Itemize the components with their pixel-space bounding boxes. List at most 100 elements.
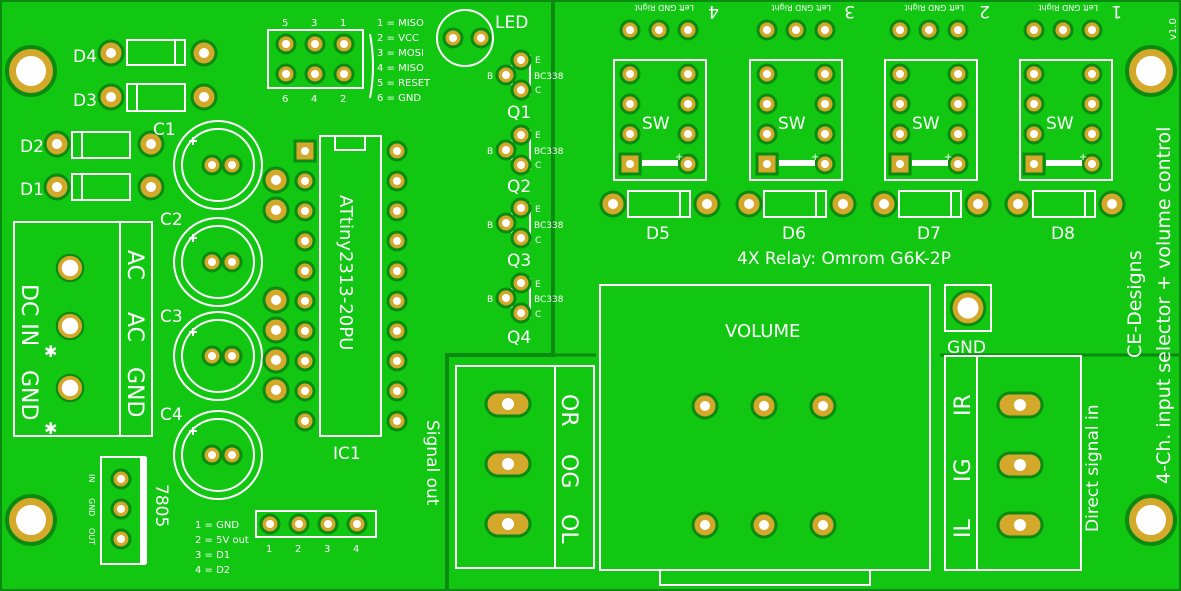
- q3-c: C: [535, 236, 541, 246]
- isp-legend-5: 5 = RESET: [377, 78, 431, 89]
- volume-label: VOLUME: [725, 321, 800, 342]
- gnd-label: GND: [947, 338, 986, 358]
- q1-b: B: [487, 72, 493, 82]
- relay2-sw: SW: [912, 114, 940, 134]
- input-header-2: [889, 19, 969, 41]
- q1-part: BC338: [534, 72, 564, 82]
- reg-pin-gnd: GND: [87, 498, 96, 516]
- input1-pin-labels: Left GND Right: [1038, 3, 1098, 12]
- isp-legend-2: 2 = VCC: [377, 33, 419, 44]
- dc-in-label: DC IN: [16, 284, 41, 346]
- isp-header-outline: [267, 29, 364, 89]
- input3-pin-labels: Left GND Right: [771, 3, 831, 12]
- signal-out-or: OR: [556, 394, 581, 427]
- relay-1: [1019, 59, 1113, 181]
- signal-in-connector: [944, 355, 1082, 571]
- relay3-sw: SW: [778, 114, 806, 134]
- brand-version: v1.0: [1168, 18, 1179, 40]
- q3-b: B: [487, 221, 493, 231]
- label-c1: C1: [153, 120, 176, 140]
- isp-legend-6: 6 = GND: [377, 93, 421, 104]
- out-num-4: 4: [353, 544, 359, 555]
- input4-pin-labels: Left GND Right: [634, 3, 694, 12]
- q2-part: BC338: [534, 147, 564, 157]
- q1-c: C: [535, 86, 541, 96]
- ac-gnd-label: GND: [122, 367, 147, 417]
- q4-b: B: [487, 295, 493, 305]
- transistor-q2: [495, 124, 532, 176]
- brand-company: CE-Designs: [1124, 250, 1146, 358]
- gnd-pad-outline: [944, 284, 992, 332]
- input1-num: 1: [1111, 1, 1122, 21]
- signal-in-ig: IG: [951, 458, 976, 482]
- label-d6: D6: [782, 224, 806, 244]
- led-label: LED: [495, 13, 528, 33]
- q3-e: E: [535, 205, 541, 215]
- ic1-label: IC1: [333, 444, 361, 464]
- label-d3: D3: [73, 91, 97, 111]
- signal-in-ir: IR: [951, 394, 976, 416]
- label-q1: Q1: [507, 103, 531, 123]
- mounting-hole-tr: [1125, 45, 1177, 97]
- ac1-label: AC: [122, 250, 147, 280]
- signal-out-connector: [455, 365, 595, 569]
- input2-pin-labels: Left GND Right: [904, 3, 964, 12]
- signal-in-title: Direct signal in: [1083, 405, 1103, 533]
- transistor-q3: [495, 197, 532, 249]
- isp-num-1: 1: [340, 18, 346, 29]
- relay4-sw: SW: [642, 114, 670, 134]
- relay3-plus: +: [811, 152, 819, 163]
- transistor-q1: [495, 49, 532, 101]
- out-num-2: 2: [295, 544, 301, 555]
- out-num-3: 3: [324, 544, 330, 555]
- isp-num-6: 6: [282, 94, 288, 105]
- reg-label: 7805: [151, 484, 171, 527]
- isp-num-5: 5: [282, 18, 288, 29]
- out-legend-1: 1 = GND: [195, 520, 239, 531]
- reg-pin-in: IN: [87, 474, 96, 482]
- relay-note: 4X Relay: Omrom G6K-2P: [737, 249, 951, 269]
- input3-num: 3: [844, 1, 855, 21]
- mounting-hole-bl: [5, 494, 57, 546]
- out-legend-3: 3 = D1: [195, 550, 230, 561]
- led-outline: [436, 9, 494, 67]
- dc-gnd-label: GND: [16, 370, 41, 420]
- isp-legend-3: 3 = MOSI: [377, 48, 424, 59]
- relay-4: [613, 59, 707, 181]
- q2-e: E: [535, 131, 541, 141]
- out-legend-2: 2 = 5V out: [195, 535, 249, 546]
- input-header-4: [619, 19, 699, 41]
- out-header-outline: [255, 510, 377, 538]
- q1-e: E: [535, 56, 541, 66]
- out-num-1: 1: [266, 544, 272, 555]
- signal-out-ol: OL: [556, 514, 581, 544]
- relay4-plus: +: [675, 152, 683, 163]
- input2-num: 2: [979, 1, 990, 21]
- signal-out-og: OG: [556, 454, 581, 488]
- label-d1: D1: [20, 180, 44, 200]
- signal-out-title: Signal out: [422, 420, 442, 506]
- q4-c: C: [535, 310, 541, 320]
- relay1-plus: +: [1079, 152, 1087, 163]
- relay-2: [884, 59, 978, 181]
- label-q4: Q4: [507, 328, 531, 348]
- mounting-hole-br: [1125, 494, 1177, 546]
- isp-num-4: 4: [311, 94, 317, 105]
- label-c4: C4: [160, 405, 183, 425]
- transistor-q4: [495, 272, 532, 324]
- label-d4: D4: [73, 47, 97, 67]
- input4-num: 4: [708, 1, 719, 21]
- relay-3: [749, 59, 843, 181]
- ac2-label: AC: [122, 312, 147, 342]
- reg-pin-out: OUT: [87, 528, 96, 545]
- isp-legend-4: 4 = MISO: [377, 63, 424, 74]
- relay1-sw: SW: [1046, 114, 1074, 134]
- mounting-hole-tl: [5, 45, 57, 97]
- label-c2: C2: [160, 210, 183, 230]
- brand-desc: 4-Ch. input selector + volume control: [1153, 127, 1175, 484]
- label-d5: D5: [646, 224, 670, 244]
- q4-part: BC338: [534, 295, 564, 305]
- input-header-1: [1023, 19, 1103, 41]
- q2-c: C: [535, 161, 541, 171]
- label-q2: Q2: [507, 177, 531, 197]
